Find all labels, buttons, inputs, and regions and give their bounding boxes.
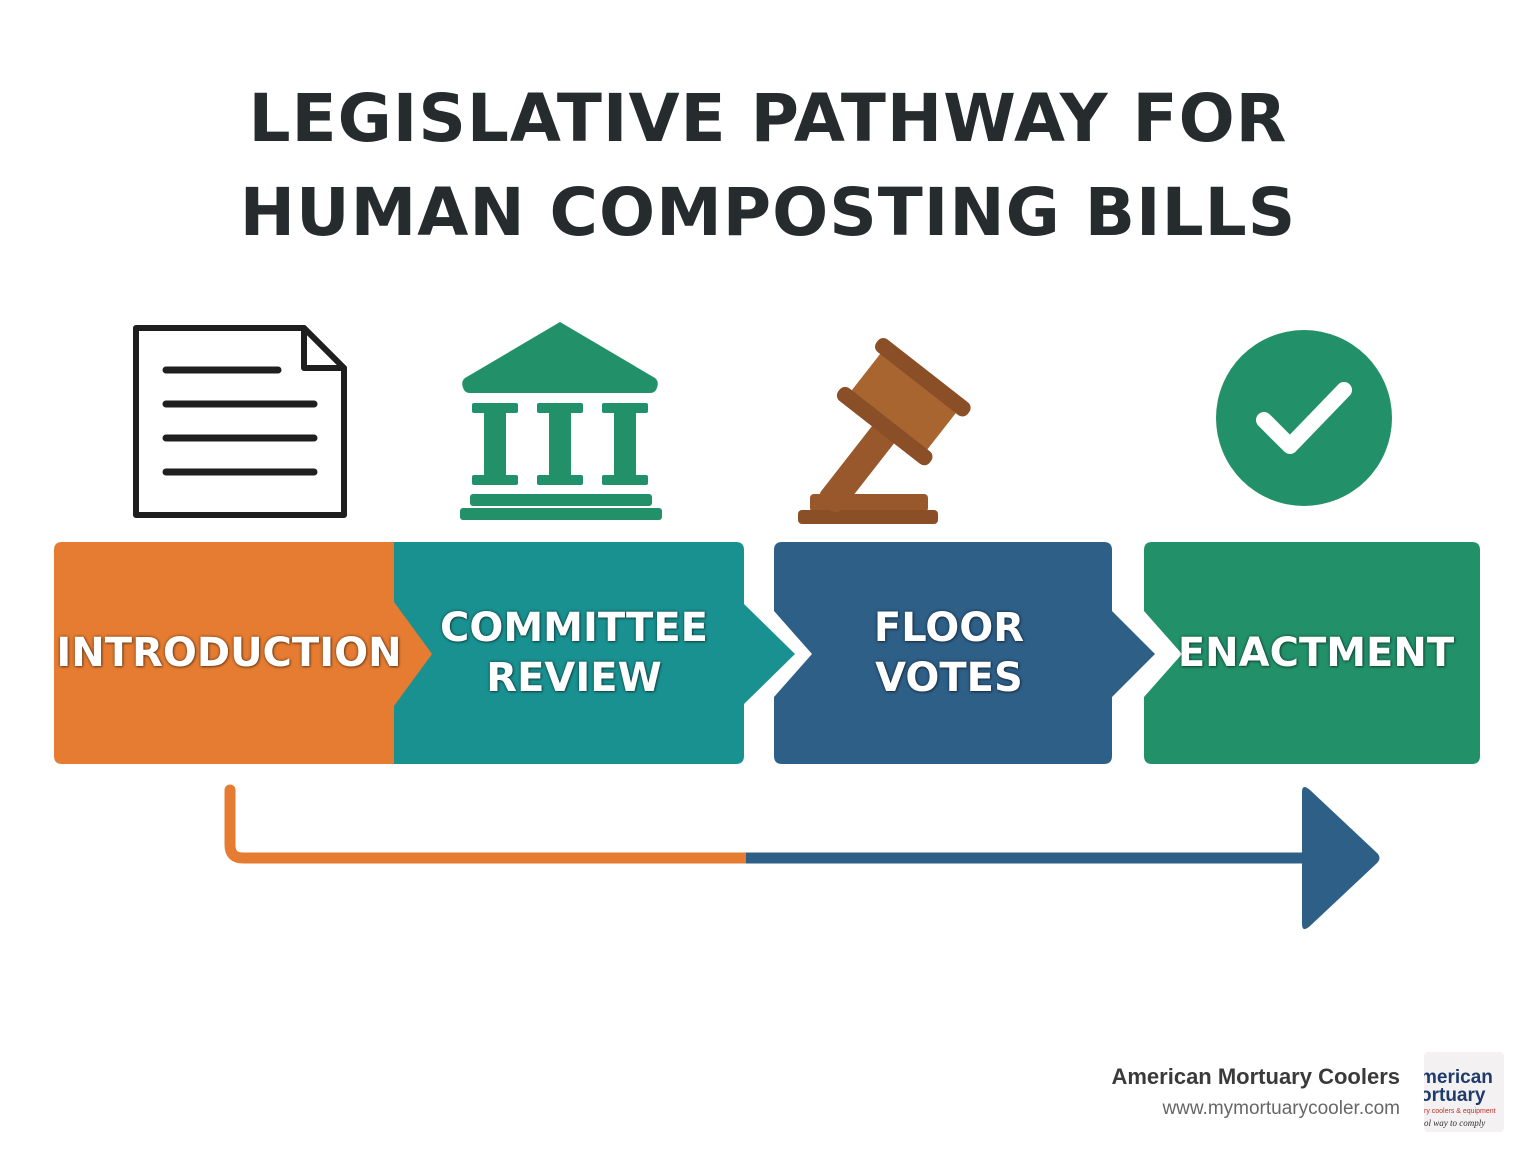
government-building-icon [460,322,662,520]
step-label-enactment: ENACTMENT [1177,630,1455,676]
title-line-2: HUMAN COMPOSTING BILLS [239,174,1297,251]
progress-arrow-start-segment [224,784,752,864]
gavel-icon [798,338,971,524]
company-logo: merican ortuary ry coolers & equipment o… [1424,1052,1504,1132]
diagram-title: LEGISLATIVE PATHWAY FOR HUMAN COMPOSTING… [0,72,1536,260]
step-label-committee-review: COMMITTEE REVIEW [440,605,708,701]
title-line-1: LEGISLATIVE PATHWAY FOR [248,80,1288,157]
arrowhead-icon [1302,786,1380,930]
step-block-enactment [1144,542,1480,764]
company-url[interactable]: www.mymortuarycooler.com [1162,1098,1400,1119]
step-label-floor-votes: FLOOR VOTES [873,605,1025,701]
checkmark-circle-icon [1216,330,1392,506]
step-block-committee-review [394,542,795,764]
logo-text-line-4: ol way to comply [1424,1118,1486,1128]
logo-text-line-1: merican [1424,1067,1493,1088]
step-block-floor-votes [774,542,1155,764]
document-icon [133,325,347,518]
step-blocks [54,542,1480,764]
step-label-introduction: INTRODUCTION [56,630,402,676]
progress-arrow [224,784,1380,930]
logo-text-line-3: ry coolers & equipment [1424,1108,1496,1115]
step-block-introduction [54,542,432,764]
company-name: American Mortuary Coolers [1111,1064,1400,1089]
logo-text-line-2: ortuary [1424,1085,1486,1106]
